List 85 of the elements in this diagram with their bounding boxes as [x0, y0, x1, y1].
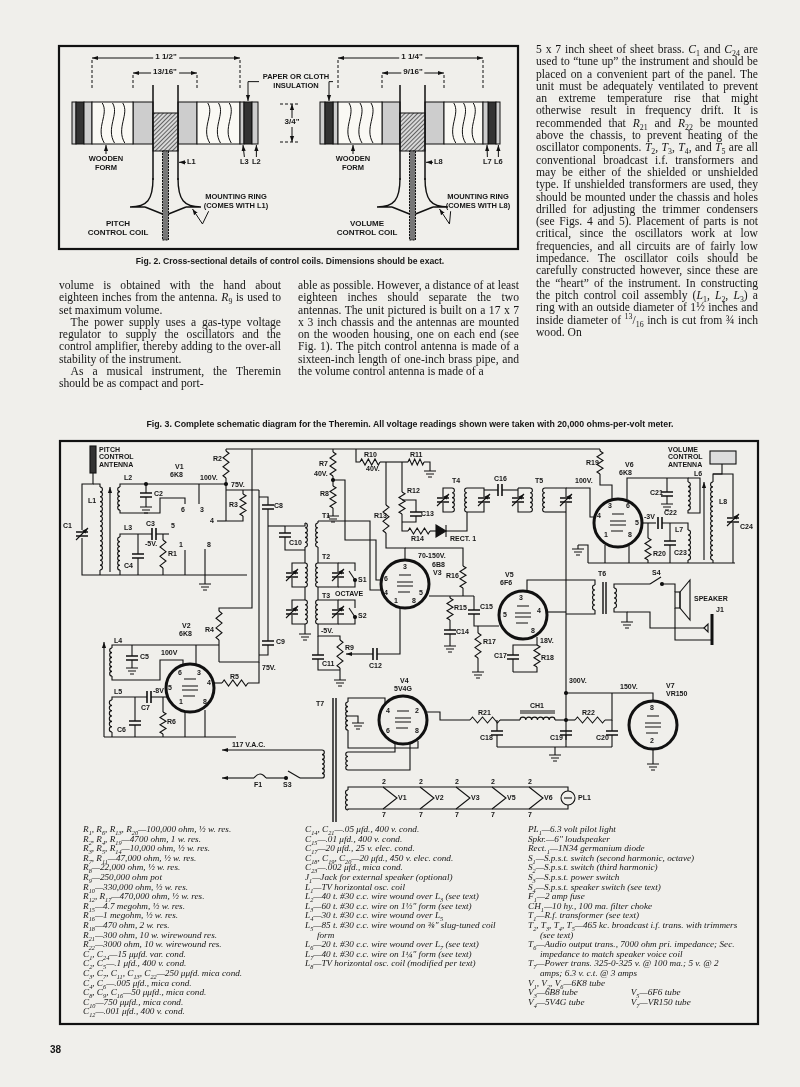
parts-list-item: L$_{3}$—60 t. #30 c.c. wire on 1½" form (see text): [305, 901, 472, 912]
pipe: [152, 84, 179, 181]
dimension-text: VOLUME CONTROL COIL: [334, 220, 400, 238]
leader-line: [350, 144, 356, 155]
parts-list-item: C$_{2}$, C$_{5}$—.1 μfd., 400 v. cond.: [83, 959, 187, 969]
coil-winding: [482, 101, 489, 145]
parts-list-item: C$_{8}$, C$_{9}$, C$_{16}$—50 μμfd., mica cond.: [83, 988, 208, 998]
parts-list-item: R$_{10}$—330,000 ohm, ½ w. res.: [83, 882, 190, 893]
leader-line: [192, 208, 210, 225]
mounting-ring: [129, 177, 202, 215]
parts-list-item: C$_{12}$—.001 μfd., 400 v. cond.: [83, 1007, 186, 1017]
parts-list-item: R$_{16}$—1 megohm, ½ w. res.: [83, 911, 180, 921]
body-text: The power supply uses a gas-type voltage regulator to supply the oscillators and the control amplifier, thereby adding to the over-all stability of the instrument.: [59, 316, 281, 366]
body-text: 5 x 7 inch sheet of sheet brass. C$_{1}$ and C$_{24}$ are used to “tune up” the instrument and should be placed on a convenient part of the panel. The unit must be adequately ventilated to prevent an extreme temperature rise that might otherwise result in frequency drift. It is recommended that R$_{21}$ and R$_{22}$ be mounted above the chassis, to prevent heating of the oscillator components. T$_{2}$, T$_{3}$, T$_{4}$, and T$_{5}$ are all conventional broadcast i.f. transformers and may be either of the shielded or unshielded type. If unshielded transformers are used, they should be mounted under the chassis and holes drilled for adjusting the trimmer condensers (see Figs. 4 and 5). Placement of parts is not critical, since the oscillators work at low frequencies, and all circuits are of fairly low impedance. The oscillator coils should be carefully constructed however, since these are the “heart” of the instrument. In constructing the pitch control coil assembly (L$_{1}$, L$_{2}$, L$_{3}$) a ring with an outside diameter of 1½ inches and inside diameter of $^{13}$/$_{16}$ inch is cut from ¾ inch wood. On: [536, 44, 758, 340]
parts-list-item: L$_{1}$—TV horizontal osc. coil: [305, 882, 405, 893]
leader-line: [103, 144, 109, 155]
leader-line: [425, 160, 434, 165]
leader-line: [326, 81, 334, 102]
parts-list-item: C$_{10}$—750 μμfd., mica cond.: [83, 997, 185, 1008]
pipe: [399, 84, 426, 181]
parts-list-item: S$_{4}$—S.p.s.t. speaker switch (see text): [528, 882, 662, 893]
parts-list-item: CH$_{1}$—10 hy., 100 ma. filter choke: [528, 901, 654, 912]
parts-list-item: T$_{6}$—Audio output trans., 7000 ohm pri. impedance; Sec. impedance to match speaker voice coil: [528, 940, 736, 960]
parts-list-item: C$_{17}$—20 μfd., 25 v. elec. cond.: [305, 844, 415, 854]
parts-list-item: C$_{1}$, C$_{24}$—15 μμfd. var. cond.: [83, 949, 187, 960]
parts-list-item: R$_{21}$—300 ohm, 10 w. wirewound res.: [83, 930, 219, 941]
insulation-layer: [243, 101, 253, 145]
figure-caption: Fig. 2. Cross-sectional details of control coils. Dimensions should be exact.: [135, 256, 445, 266]
parts-list-item: C$_{4}$, C$_{6}$—.005 μfd., mica cond.: [83, 978, 192, 989]
leader-line: [485, 144, 490, 158]
parts-list-item: Spkr.—6" loudspeaker: [528, 834, 610, 845]
body-text: As a musical instrument, the Theremin should be as compact and port-: [59, 366, 281, 391]
parts-list-item: V$_{1}$, V$_{2}$, V$_{6}$—6K8 tube: [528, 978, 606, 989]
dimension-text: 13/16": [151, 68, 179, 77]
leader-line: [178, 160, 187, 165]
dimension-text: 1 1/2": [153, 53, 179, 62]
parts-list-item: R$_{8}$—22,000 ohm, ½ w. res.: [83, 863, 182, 873]
body-text: able as possible. However, a distance of at least eighteen inches should separate the two antennas. The unit pictured is built on a 17 x 7 x 3 inch chassis and the antennas are mounted on the wooden housing, one on each end (see Fig. 1). The pitch control antenna is made of a sixteen-inch length of one-inch brass pipe, and the volume control antenna is made of a: [298, 280, 519, 379]
dimension-text: 3/4": [282, 118, 302, 127]
page-number: 38: [50, 1044, 62, 1055]
parts-list-item: V$_{7}$—VR150 tube: [630, 997, 692, 1008]
parts-list-item: C$_{3}$, C$_{7}$, C$_{11}$, C$_{13}$, C$_{22}$—250 μμfd. mica cond.: [83, 968, 244, 979]
insulation-layer: [324, 101, 334, 145]
parts-list-item: L$_{8}$—TV horizontal osc. coil (modified per text): [305, 959, 477, 969]
parts-list-item: R$_{9}$—250,000 ohm pot: [83, 872, 163, 883]
parts-list-item: L$_{5}$—85 t. #30 c.c. wire wound on ⅜" slug-tuned coil form: [305, 920, 497, 941]
dimension-text: 9/16": [401, 68, 425, 77]
figure-caption: Fig. 3. Complete schematic diagram for the Theremin. All voltage readings shown were taken with 20,000 ohms-per-volt meter.: [146, 419, 674, 429]
wooden-form: [91, 101, 134, 145]
leader-line: [245, 81, 260, 102]
parts-list-item: Rect.$_{1}$—1N34 germanium diode: [528, 844, 645, 854]
parts-list-item: R$_{12}$, R$_{17}$—470,000 ohm, ½ w. res.: [83, 892, 206, 902]
parts-list-item: R$_{2}$, R$_{4}$, R$_{19}$—4700 ohm, 1 w. res.: [83, 834, 202, 845]
wooden-form: [337, 101, 383, 145]
leader-line: [241, 144, 246, 158]
parts-list-item: S$_{2}$—S.p.s.t. switch (third harmonic): [528, 863, 659, 873]
parts-list-item: T$_{7}$—Power trans. 325-0-325 v. @ 100 ma.; 5 v. @ 2 amps; 6.3 v. c.t. @ 3 amps: [528, 959, 720, 979]
body-text: volume is obtained with the hand about eighteen inches from the antenna. R$_{9}$ is used to set maximum volume.: [59, 280, 281, 317]
parts-list-item: C$_{23}$—.002 μfd., mica cond.: [305, 863, 403, 873]
dimension-text: PITCH CONTROL COIL: [85, 220, 151, 238]
parts-list-item: C$_{15}$—.01 μfd., 400 v. cond.: [305, 834, 403, 845]
parts-list-item: V$_{4}$—5V4G tube: [528, 997, 586, 1008]
coil-winding: [251, 101, 259, 145]
parts-list-item: C$_{18}$, C$_{19}$, C$_{20}$—20 μfd., 450 v. elec. cond.: [305, 853, 455, 864]
parts-list-item: J$_{1}$—Jack for external speaker (optional): [305, 872, 454, 883]
dimension-text: 1 1/4": [399, 53, 425, 62]
parts-list-item: R$_{1}$, R$_{6}$, R$_{13}$, R$_{20}$—100,000 ohm, ½ w. res.: [83, 825, 233, 835]
parts-list-item: PL$_{1}$—6.3 volt pilot light: [528, 825, 617, 835]
parts-list-item: F$_{1}$—2 amp fuse: [528, 892, 585, 902]
leader-line: [496, 144, 501, 158]
parts-list-item: S$_{3}$—S.p.s.t. power switch: [528, 872, 620, 883]
parts-list-item: L$_{6}$—20 t. #30 c.c. wire wound over L$_{7}$ (see text): [305, 940, 480, 950]
leader-line: [254, 144, 259, 158]
parts-list-item: R$_{15}$—4.7 megohm, ½ w. res.: [83, 901, 186, 912]
parts-list-item: C$_{14}$, C$_{21}$—.05 μfd., 400 v. cond.: [305, 825, 421, 835]
parts-list-item: R$_{18}$—470 ohm, 2 w. res.: [83, 920, 171, 931]
parts-list-item: L$_{2}$—40 t. #30 c.c. wire wound over L$_{3}$ (see text): [305, 892, 480, 902]
parts-list-item: R$_{22}$—3000 ohm, 10 w. wirewound res.: [83, 940, 223, 950]
parts-list-item: R$_{3}$, R$_{5}$, R$_{14}$—10,000 ohm, ½ w. res.: [83, 844, 212, 854]
parts-list-item: T$_{1}$—R.f. transformer (see text): [528, 911, 640, 921]
parts-list-item: V$_{3}$—6B8 tube: [528, 988, 579, 998]
parts-list-item: L$_{4}$—30 t. #30 c.c. wire wound over L$_{5}$: [305, 911, 444, 921]
parts-list-item: L$_{7}$—40 t. #30 c.c. wire on 1¼" form (see text): [305, 949, 472, 960]
leader-line: [439, 208, 452, 225]
parts-list-item: V$_{5}$—6F6 tube: [630, 988, 682, 998]
